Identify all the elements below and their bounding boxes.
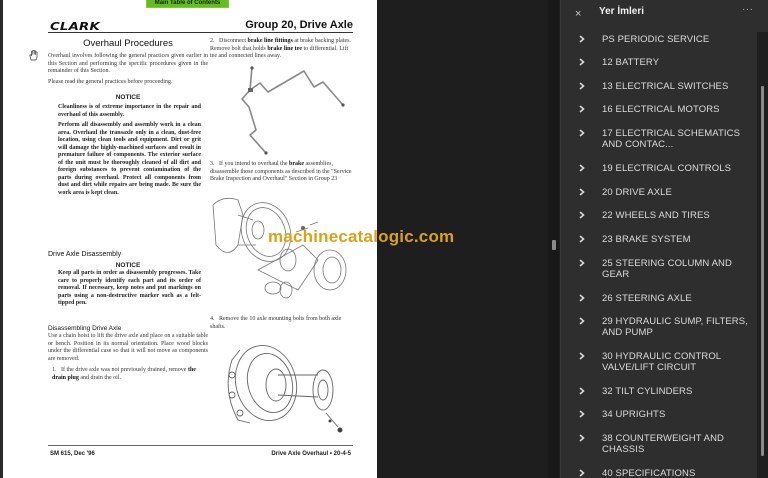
hand-cursor-icon [29, 49, 38, 61]
brake-lines-illustration [241, 66, 345, 155]
chevron-right-icon[interactable] [578, 293, 586, 303]
chevron-right-icon[interactable] [578, 468, 586, 478]
viewer-scrollbar[interactable] [548, 0, 559, 478]
bookmark-label: 20 DRIVE AXLE [602, 187, 672, 198]
bookmark-label: 30 HYDRAULIC CONTROL VALVE/LIFT CIRCUIT [602, 351, 721, 373]
bookmarks-scrollbar-thumb[interactable] [761, 86, 764, 456]
main-table-of-contents-button[interactable]: Main Table of Contents [146, 0, 229, 8]
footer-page-ref: Drive Axle Overhaul • 20-4-5 [271, 451, 351, 457]
read-note: Please read the general practices before… [48, 78, 173, 85]
bookmark-label: 29 HYDRAULIC SUMP, FILTERS, AND PUMP [602, 316, 748, 338]
chevron-right-icon[interactable] [578, 316, 586, 326]
bookmark-label: 38 COUNTERWEIGHT AND CHASSIS [602, 433, 725, 455]
group-title: Group 20, Drive Axle [245, 19, 353, 31]
step-4: 4.Remove the 10 axle mounting bolts from… [210, 316, 342, 330]
step-1: 1.If the drive axle was not previously d… [52, 367, 196, 381]
notice-heading-2: NOTICE [115, 262, 141, 269]
bookmark-label: 32 TILT CYLINDERS [602, 386, 693, 397]
clark-logo: CLARK [50, 20, 100, 33]
pdf-page[interactable]: Main Table of Contents CLARK Group 20, D… [3, 0, 377, 478]
bookmark-label: 13 ELECTRICAL SWITCHES [602, 81, 729, 92]
bookmark-label: 40 SPECIFICATIONS [602, 468, 696, 478]
chevron-right-icon[interactable] [578, 386, 586, 396]
chevron-right-icon[interactable] [578, 81, 586, 91]
bookmark-label: 25 STEERING COLUMN AND GEAR [602, 258, 732, 280]
notice-keep-parts: Keep all parts in order as disassembly p… [58, 270, 201, 306]
chevron-right-icon[interactable] [578, 104, 586, 114]
chevron-right-icon[interactable] [578, 34, 586, 44]
brake-assembly-illustration [212, 197, 347, 299]
overhaul-intro: Overhaul involves following the general … [48, 53, 208, 75]
header-divider [48, 32, 353, 33]
chevron-right-icon[interactable] [578, 433, 586, 443]
disassembling-body: Use a chain hoist to lift the drive axle… [48, 333, 208, 382]
close-icon[interactable]: × [575, 8, 582, 20]
chevron-right-icon[interactable] [578, 234, 586, 244]
disassembling-drive-axle-heading: Disassembling Drive Axle [48, 325, 122, 332]
footer-manual-id: SM 615, Dec '96 [50, 451, 95, 457]
bookmark-label: 16 ELECTRICAL MOTORS [602, 104, 720, 115]
disassembling-intro: Use a chain hoist to lift the drive axle… [48, 333, 208, 362]
more-options-icon[interactable]: ··· [742, 4, 754, 15]
step-3: 3.If you intend to overhaul the brake as… [210, 161, 352, 182]
disassembly-notice: NOTICE Keep all parts in order as disass… [48, 262, 208, 308]
chevron-right-icon[interactable] [578, 128, 586, 138]
bookmark-label: 23 BRAKE SYSTEM [602, 234, 691, 245]
chevron-right-icon[interactable] [578, 351, 586, 361]
bookmark-label: 34 UPRIGHTS [602, 409, 666, 420]
viewer-scrollbar-thumb[interactable] [552, 240, 556, 250]
left-column: Overhaul Procedures Overhaul involves fo… [48, 38, 208, 197]
watermark-text: machinecatalogic.com [268, 227, 455, 246]
bookmark-label: 19 ELECTRICAL CONTROLS [602, 163, 732, 174]
bookmark-label: 17 ELECTRICAL SCHEMATICS AND CONTAC... [602, 128, 741, 150]
bookmark-label: 22 WHEELS AND TIRES [602, 210, 710, 221]
bookmark-label: 12 BATTERY [602, 57, 660, 68]
drive-axle-disassembly-heading: Drive Axle Disassembly [48, 251, 122, 258]
viewer-left-edge [0, 0, 3, 478]
footer-divider [48, 445, 353, 446]
bookmarks-title: Yer İmleri [599, 6, 645, 17]
document-viewer[interactable]: Main Table of Contents CLARK Group 20, D… [0, 0, 560, 478]
overhaul-procedures-heading: Overhaul Procedures [83, 38, 173, 49]
axle-shaft-illustration [227, 345, 343, 433]
chevron-right-icon[interactable] [578, 57, 586, 67]
bookmark-label: 26 STEERING AXLE [602, 293, 692, 304]
notice-clean-area: Perform all disassembly and assembly wor… [58, 122, 201, 196]
chevron-right-icon[interactable] [578, 258, 586, 268]
bookmarks-panel: × Yer İmleri ··· PS PERIODIC SERVICE 12 … [560, 0, 768, 478]
bookmarks-header: × Yer İmleri ··· [561, 0, 768, 30]
chevron-right-icon[interactable] [578, 187, 586, 197]
chevron-right-icon[interactable] [578, 409, 586, 419]
notice-heading: NOTICE [115, 94, 141, 102]
chevron-right-icon[interactable] [578, 210, 586, 220]
bookmark-label: PS PERIODIC SERVICE [602, 34, 710, 45]
notice-cleanliness: Cleanliness is of extreme importance in … [58, 104, 201, 118]
step-2: 2.Disconnect brake line fittings at brak… [210, 38, 351, 59]
chevron-right-icon[interactable] [578, 163, 586, 173]
